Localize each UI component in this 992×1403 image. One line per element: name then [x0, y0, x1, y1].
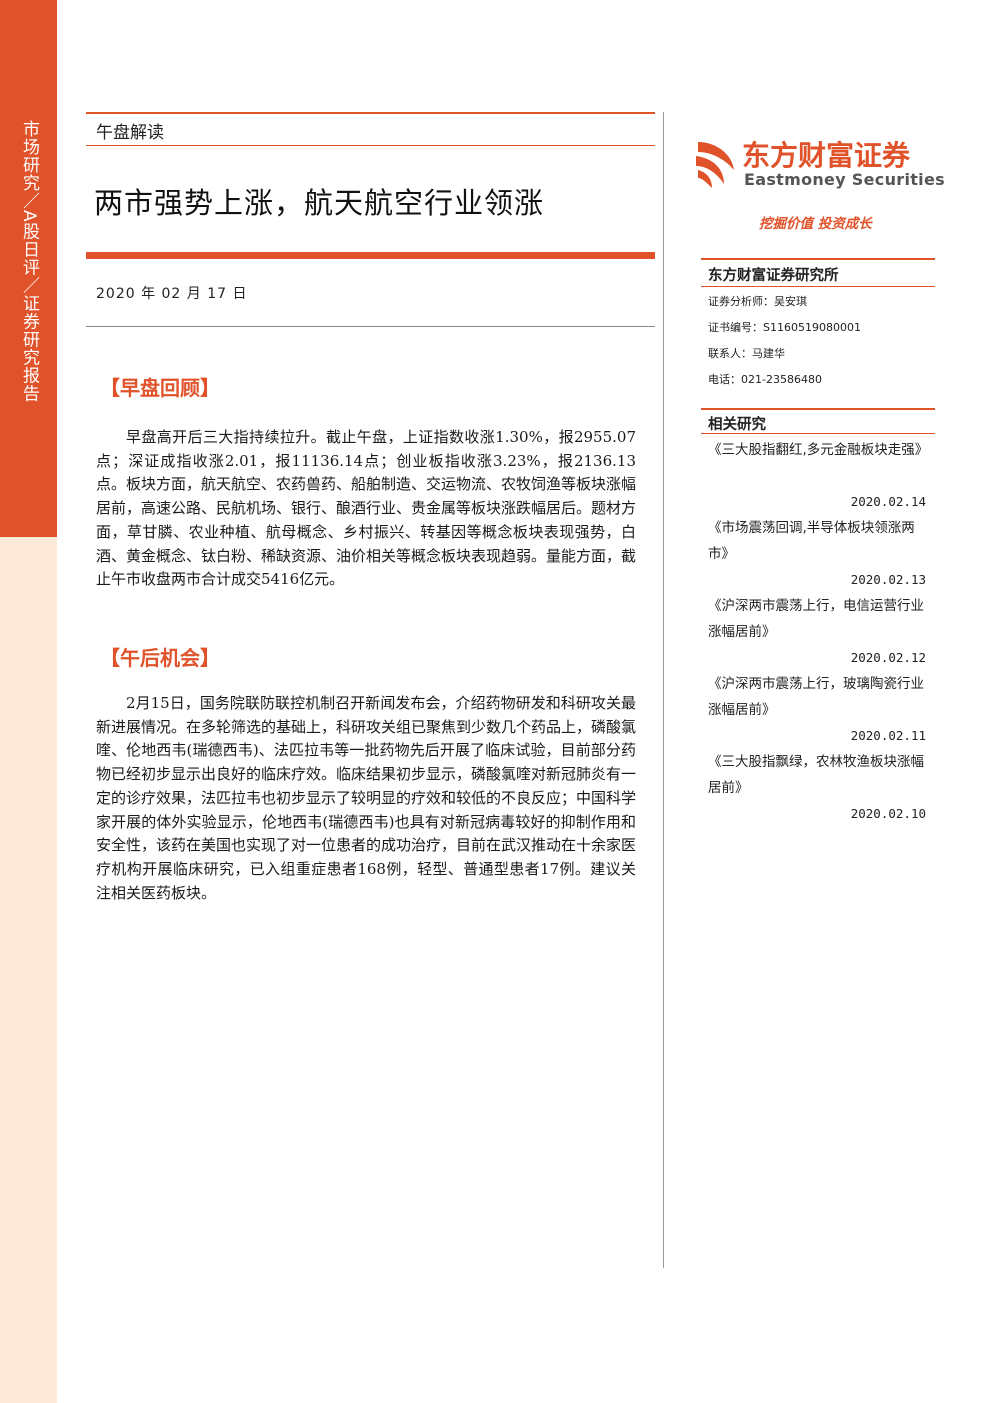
related-item-date: 2020.02.10 — [850, 806, 926, 821]
sidebar-band — [0, 0, 57, 537]
logo-name-cn: 东方财富证券 — [742, 139, 911, 172]
related-item-title[interactable]: 《三大股指翻红,多元金融板块走强》 — [708, 442, 929, 458]
afternoon-opportunity-text: 2月15日，国务院联防联控机制召开新闻发布会，介绍药物研发和科研攻关最新进展情况… — [96, 694, 637, 902]
related-rule-bottom — [701, 433, 935, 434]
institute-rule-bottom — [701, 286, 935, 287]
contact-name: 联系人：马建华 — [708, 347, 785, 360]
report-section-type: 午盘解读 — [96, 123, 164, 143]
logo-name-en: Eastmoney Securities — [744, 170, 945, 189]
header-rule-date — [86, 326, 655, 327]
logo-slogan: 挖掘价值 投资成长 — [759, 216, 872, 232]
related-item-date: 2020.02.12 — [850, 650, 926, 665]
related-heading: 相关研究 — [708, 417, 766, 433]
header-bar — [86, 252, 655, 259]
institute-rule-top — [701, 258, 935, 260]
related-rule-top — [701, 408, 935, 410]
related-item-date: 2020.02.14 — [850, 494, 926, 509]
afternoon-opportunity-heading: 【午后机会】 — [100, 646, 220, 670]
report-date: 2020 年 02 月 17 日 — [96, 286, 248, 302]
related-item-date: 2020.02.11 — [850, 728, 926, 743]
related-item-title[interactable]: 《三大股指飘绿，农林牧渔板块涨幅居前》 — [708, 754, 924, 796]
related-item-date: 2020.02.13 — [850, 572, 926, 587]
analyst-cert: 证书编号：S1160519080001 — [708, 321, 861, 334]
related-item-title[interactable]: 《沪深两市震荡上行，玻璃陶瓷行业涨幅居前》 — [708, 676, 924, 718]
institute-name: 东方财富证券研究所 — [708, 268, 839, 284]
header-rule-mid — [86, 145, 655, 146]
morning-review-text: 早盘高开后三大指持续拉升。截止午盘，上证指数收涨1.30%，报2955.07点；… — [96, 428, 637, 589]
page-title: 两市强势上涨，航天航空行业领涨 — [94, 186, 545, 220]
eastmoney-logo-icon — [696, 142, 734, 188]
analyst-name: 证券分析师：吴安琪 — [708, 295, 807, 308]
related-item-title[interactable]: 《沪深两市震荡上行，电信运营行业涨幅居前》 — [708, 598, 924, 640]
sidebar-category-label: 市场研究／A股日评／证券研究报告 — [19, 120, 39, 403]
related-item-title[interactable]: 《市场震荡回调,半导体板块领涨两市》 — [708, 520, 915, 562]
sidebar-band-lower — [0, 537, 57, 1403]
morning-review-heading: 【早盘回顾】 — [100, 376, 220, 400]
header-rule-top — [86, 112, 655, 114]
column-divider — [663, 112, 664, 1268]
contact-phone: 电话：021-23586480 — [708, 373, 822, 386]
